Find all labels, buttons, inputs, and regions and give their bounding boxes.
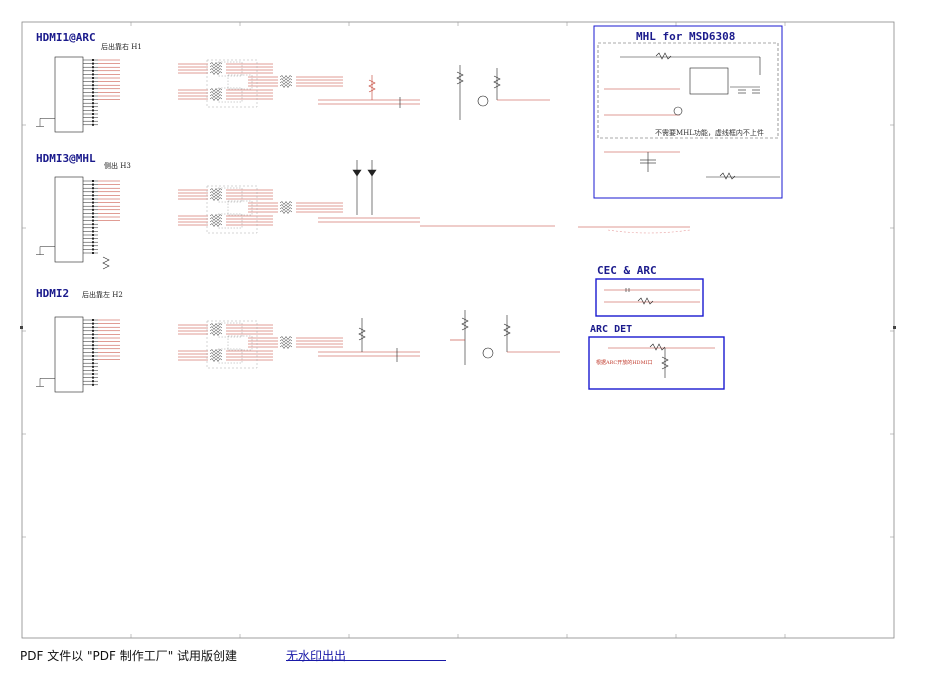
hdmi1-title: HDMI1@ARC [36, 31, 96, 44]
hdmi3-title: HDMI3@MHL [36, 152, 96, 165]
hdmi1-block [36, 56, 550, 133]
hdmi1-resistor-arrays [178, 59, 343, 108]
arc-det-note: 根据ARC开放的HDMI口 [596, 360, 653, 366]
arc-det-section [588, 336, 725, 390]
frame-ticks [22, 22, 894, 638]
mhl-note: 不需要MHL功能，虚线框内不上件 [655, 129, 764, 137]
sheet-frame [21, 21, 895, 639]
hdmi2-block [36, 310, 560, 393]
hdmi2-title: HDMI2 [36, 287, 70, 300]
footer-link[interactable]: 无水印出出 [286, 649, 347, 663]
hdmi-hpd-wire [578, 226, 691, 234]
mhl-outer-box [593, 25, 783, 199]
hdmi1-ddc-circuit [318, 75, 420, 108]
hdmi3-resistor-arrays [178, 185, 343, 234]
footer-text: PDF 文件以 "PDF 制作工厂" 试用版创建 [20, 649, 238, 663]
hdmi2-pin-lines [36, 319, 120, 387]
hdmi2-hpd-circuit [450, 310, 560, 365]
footer-underline [286, 660, 446, 661]
mhl-ldo-chip [689, 67, 729, 95]
hdmi3-block [36, 160, 555, 270]
mhl-section [593, 25, 783, 199]
hdmi1-hpd-circuit [456, 65, 550, 120]
hdmi3-mhl-res [102, 256, 110, 270]
hdmi2-resistor-arrays [178, 320, 343, 369]
hdmi1-pin-lines [36, 59, 120, 127]
hdmi2-subtitle: 后出靠左 H2 [82, 291, 123, 299]
mhl-dashed-box [597, 42, 779, 139]
frame-edge-markers [20, 326, 896, 329]
hdmi3-connector [54, 176, 84, 263]
hdmi3-subtitle: 侧出 H3 [104, 162, 131, 170]
mhl-title: MHL for MSD6308 [636, 30, 736, 43]
cec-arc-box [595, 278, 704, 317]
arc-det-title: ARC DET [590, 324, 633, 335]
hdmi2-ddc-circuit [318, 318, 420, 362]
hdmi2-connector [54, 316, 84, 393]
hdmi1-connector [54, 56, 84, 133]
cec-arc-title: CEC & ARC [597, 264, 657, 277]
arc-det-box [588, 336, 725, 390]
hdmi3-pin-lines [36, 180, 120, 255]
hdmi1-subtitle: 后出靠右 H1 [101, 43, 142, 51]
cec-arc-section [595, 278, 704, 317]
hdmi3-ddc-circuit [318, 160, 555, 227]
